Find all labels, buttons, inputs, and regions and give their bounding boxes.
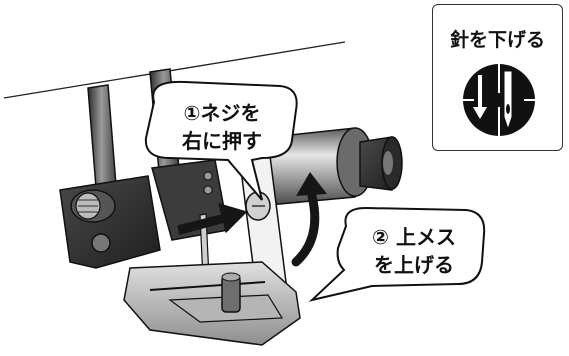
push-right-arrow (177, 203, 247, 235)
callout-1-line-2: 右に押す (182, 129, 262, 153)
foot-holder (59, 175, 161, 269)
upper-knife-housing (261, 127, 403, 206)
needle-down-label: 針を下げる (449, 29, 545, 51)
holder-pin (91, 233, 111, 253)
needle-down-icon (463, 64, 535, 136)
callout-push-screw: ①ネジを 右に押す (144, 80, 298, 201)
callout-1-line-1: ①ネジを (184, 101, 261, 125)
machine-bed-edge (3, 41, 346, 99)
callout-2-line-1: ② 上メス (372, 225, 456, 249)
thumb-screw (70, 189, 116, 223)
callout-2-line-2: を上げる (374, 253, 454, 277)
callout-raise-knife: ② 上メス を上げる (308, 206, 486, 302)
raise-knife-arrow (291, 191, 320, 267)
needle-down-panel: 針を下げる (432, 4, 563, 151)
